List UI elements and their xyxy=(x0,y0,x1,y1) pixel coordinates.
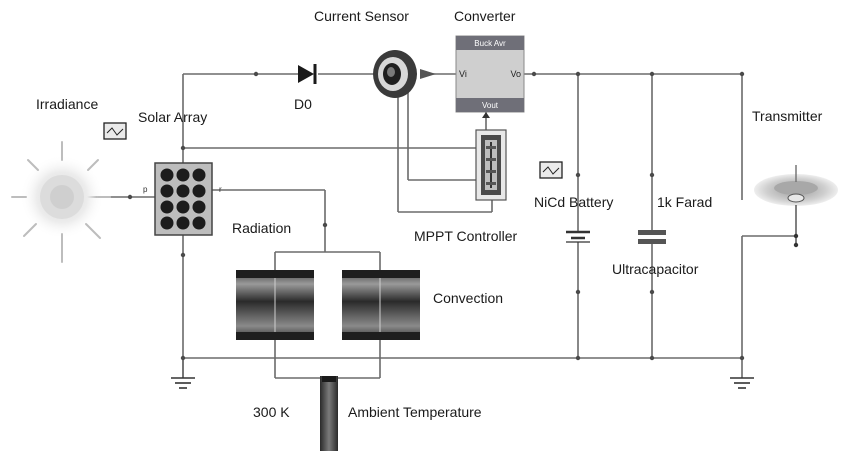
solar-port-right: r xyxy=(219,185,222,194)
irradiance-sun-icon[interactable] xyxy=(11,141,111,263)
ultracapacitor-symbol[interactable] xyxy=(638,230,666,244)
ultracapacitor-label: Ultracapacitor xyxy=(612,261,699,277)
ambient-temperature-source[interactable] xyxy=(320,376,338,451)
capacitance-label: 1k Farad xyxy=(657,194,713,210)
transmitter-dish-icon[interactable] xyxy=(754,165,838,248)
converter-label: Converter xyxy=(454,8,516,24)
mppt-controller-label: MPPT Controller xyxy=(414,228,518,244)
irradiance-label: Irradiance xyxy=(36,96,99,112)
converter-out-label: Vo xyxy=(510,69,521,79)
ambient-temperature-label: Ambient Temperature xyxy=(348,404,482,420)
wires xyxy=(70,73,796,379)
ground-symbol-right xyxy=(730,377,754,389)
battery-scope-icon[interactable] xyxy=(539,161,563,179)
solar-array-label: Solar Array xyxy=(138,109,208,125)
diode-label: D0 xyxy=(294,96,312,112)
nicd-battery-label: NiCd Battery xyxy=(534,194,614,210)
convection-label: Convection xyxy=(433,290,504,306)
temperature-value-label: 300 K xyxy=(253,404,290,420)
radiation-thermal-block[interactable] xyxy=(236,270,314,340)
convection-thermal-block[interactable] xyxy=(342,270,420,340)
diode-d0[interactable] xyxy=(298,64,317,84)
transmitter-label: Transmitter xyxy=(752,108,823,124)
converter-bottom-label: Vout xyxy=(482,101,499,110)
ground-symbol-left xyxy=(171,377,195,389)
solar-array-panel[interactable]: p r xyxy=(143,162,222,236)
solar-port-left: p xyxy=(143,185,148,194)
radiation-label: Radiation xyxy=(232,220,292,236)
nicd-battery-symbol[interactable] xyxy=(566,230,590,243)
current-sensor[interactable] xyxy=(373,50,436,98)
converter-block[interactable]: Buck Avr Vi Vo Vout xyxy=(455,35,525,118)
converter-in-label: Vi xyxy=(459,69,467,79)
current-sensor-label: Current Sensor xyxy=(314,8,409,24)
converter-top-label: Buck Avr xyxy=(474,39,506,48)
irradiance-scope-icon[interactable] xyxy=(103,122,127,140)
mppt-controller-block[interactable] xyxy=(475,129,507,201)
junction-dots xyxy=(127,71,745,361)
